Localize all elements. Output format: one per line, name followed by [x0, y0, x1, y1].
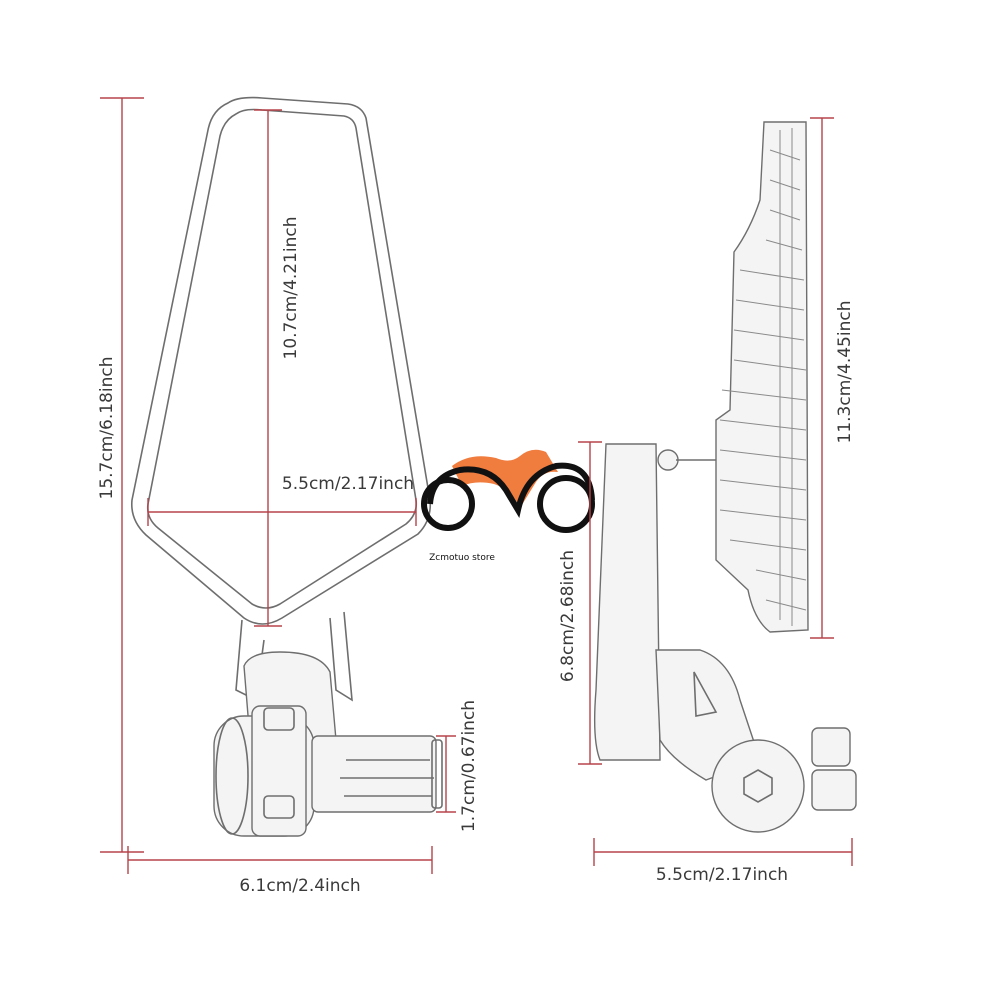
logo-flame	[452, 449, 558, 508]
label-mirror-width: 5.5cm/2.17inch	[282, 474, 414, 494]
clamp-bolt-bottom	[263, 795, 295, 819]
label-arm-height: 6.8cm/2.68inch	[558, 550, 578, 682]
clamp-block	[251, 705, 307, 837]
bar-insert-tube	[311, 735, 437, 813]
front-view-mirror	[130, 96, 443, 837]
clamp-bolt-top	[263, 707, 295, 731]
label-total-width: 6.1cm/2.4inch	[239, 876, 360, 896]
carbon-weave	[719, 128, 807, 626]
logo-swoosh	[427, 462, 595, 518]
mirror-outer-shell	[130, 96, 432, 625]
label-total-height: 15.7cm/6.18inch	[97, 357, 117, 500]
clamp-tab-lower	[811, 769, 857, 811]
clamp-tab-upper	[811, 727, 851, 767]
label-bar-diameter: 1.7cm/0.67inch	[459, 700, 479, 832]
mirror-back-carbon	[715, 121, 809, 633]
vertical-arm	[593, 443, 661, 761]
side-dimension-labels: 11.3cm/4.45inch 6.8cm/2.68inch 5.5cm/2.1…	[558, 301, 855, 885]
side-view-mirror	[593, 121, 857, 833]
logo-store-name: Zcmotuo store	[429, 553, 495, 563]
label-side-width: 5.5cm/2.17inch	[656, 865, 788, 885]
joint-ball	[657, 449, 679, 471]
mirror-glass	[146, 108, 418, 609]
side-dimension-lines	[578, 117, 853, 866]
logo-wheel-left	[421, 477, 475, 531]
clamp-disc	[711, 739, 805, 833]
label-side-total-height: 11.3cm/4.45inch	[835, 301, 855, 444]
logo-wheel-right	[537, 475, 595, 533]
tube-end-ring	[431, 739, 443, 809]
hex-bolt	[743, 769, 773, 803]
front-dimension-labels: 15.7cm/6.18inch 10.7cm/4.21inch 5.5cm/2.…	[97, 217, 479, 896]
bracket-window	[693, 671, 718, 717]
label-mirror-height: 10.7cm/4.21inch	[281, 217, 301, 360]
front-dimension-lines	[100, 97, 456, 874]
store-logo: Zcmotuo store	[421, 449, 595, 563]
bar-end-cap	[215, 717, 249, 835]
